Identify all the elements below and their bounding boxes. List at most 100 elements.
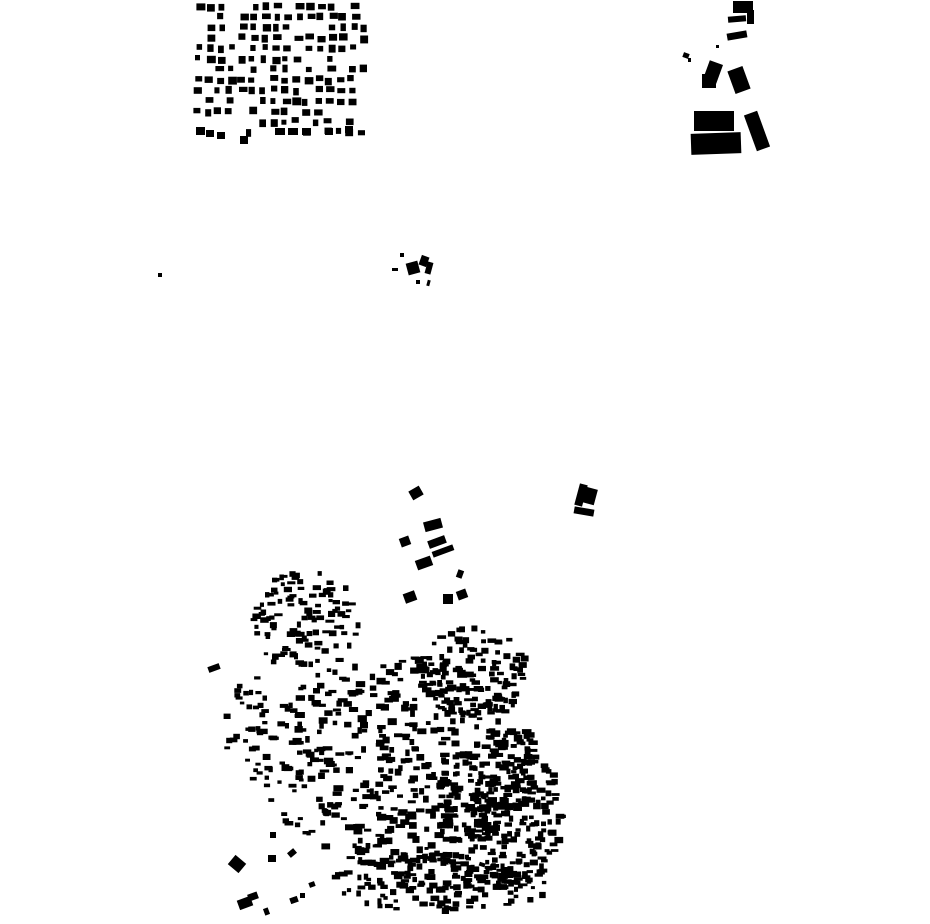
building [443,594,453,604]
building [312,119,319,127]
building [467,673,477,677]
building [487,852,496,856]
building [381,753,389,761]
building [503,793,513,797]
building [345,751,354,755]
building [477,886,485,893]
building [412,656,421,660]
building [426,773,434,780]
building [410,667,419,674]
building [334,625,343,629]
building [297,817,303,821]
building [436,904,441,909]
building [251,34,259,41]
building [282,64,288,73]
building [249,106,258,115]
building [226,737,233,744]
building [301,98,308,106]
building [427,857,437,861]
building [504,810,510,817]
building [417,728,427,735]
building [462,642,468,648]
building [524,746,531,751]
building [388,756,396,762]
building [390,807,398,811]
building [477,818,487,823]
building [377,813,387,821]
building [354,847,365,854]
building [407,865,414,872]
building [513,666,518,671]
building [422,684,428,688]
building [224,746,231,750]
building [519,676,527,680]
building [478,687,485,692]
building [328,599,333,603]
building [410,710,415,717]
building [453,825,459,832]
building [315,658,320,663]
building [747,10,754,24]
building [493,813,503,818]
building [319,723,324,729]
building [495,650,500,655]
building [464,827,469,833]
building [447,684,457,691]
building [312,585,321,591]
building [546,781,556,786]
building [467,773,473,777]
building [253,606,262,610]
building [294,35,304,41]
building [504,803,514,811]
building [274,591,279,595]
building [426,874,436,880]
building [305,736,310,743]
building [423,856,430,860]
building [528,740,538,745]
building [486,728,491,734]
building [541,767,550,773]
building [496,840,502,845]
building [453,892,462,898]
building [384,815,394,821]
building [493,807,499,811]
building [447,631,456,637]
building [280,651,288,656]
building [263,652,269,656]
building [496,868,506,872]
building [255,726,261,731]
building [351,732,359,739]
building [431,805,440,812]
building [379,857,390,864]
building [452,754,460,760]
building [504,822,512,827]
building [475,652,483,657]
building [582,486,598,506]
building [332,669,338,675]
building [251,747,256,751]
building [537,856,547,860]
building [262,721,268,725]
building [420,656,427,660]
building [320,820,326,826]
building [479,845,487,850]
building [304,642,313,648]
building [318,772,325,779]
building [412,877,417,883]
building [243,690,249,696]
building [499,851,506,857]
building [377,898,382,905]
building [495,761,501,769]
building [446,820,452,827]
building [446,794,454,799]
building [506,637,513,642]
building [367,859,376,866]
building [426,656,433,661]
building [292,97,302,106]
building [248,77,255,83]
building [453,697,460,702]
building [507,890,514,895]
building [494,752,504,757]
building [500,863,505,870]
